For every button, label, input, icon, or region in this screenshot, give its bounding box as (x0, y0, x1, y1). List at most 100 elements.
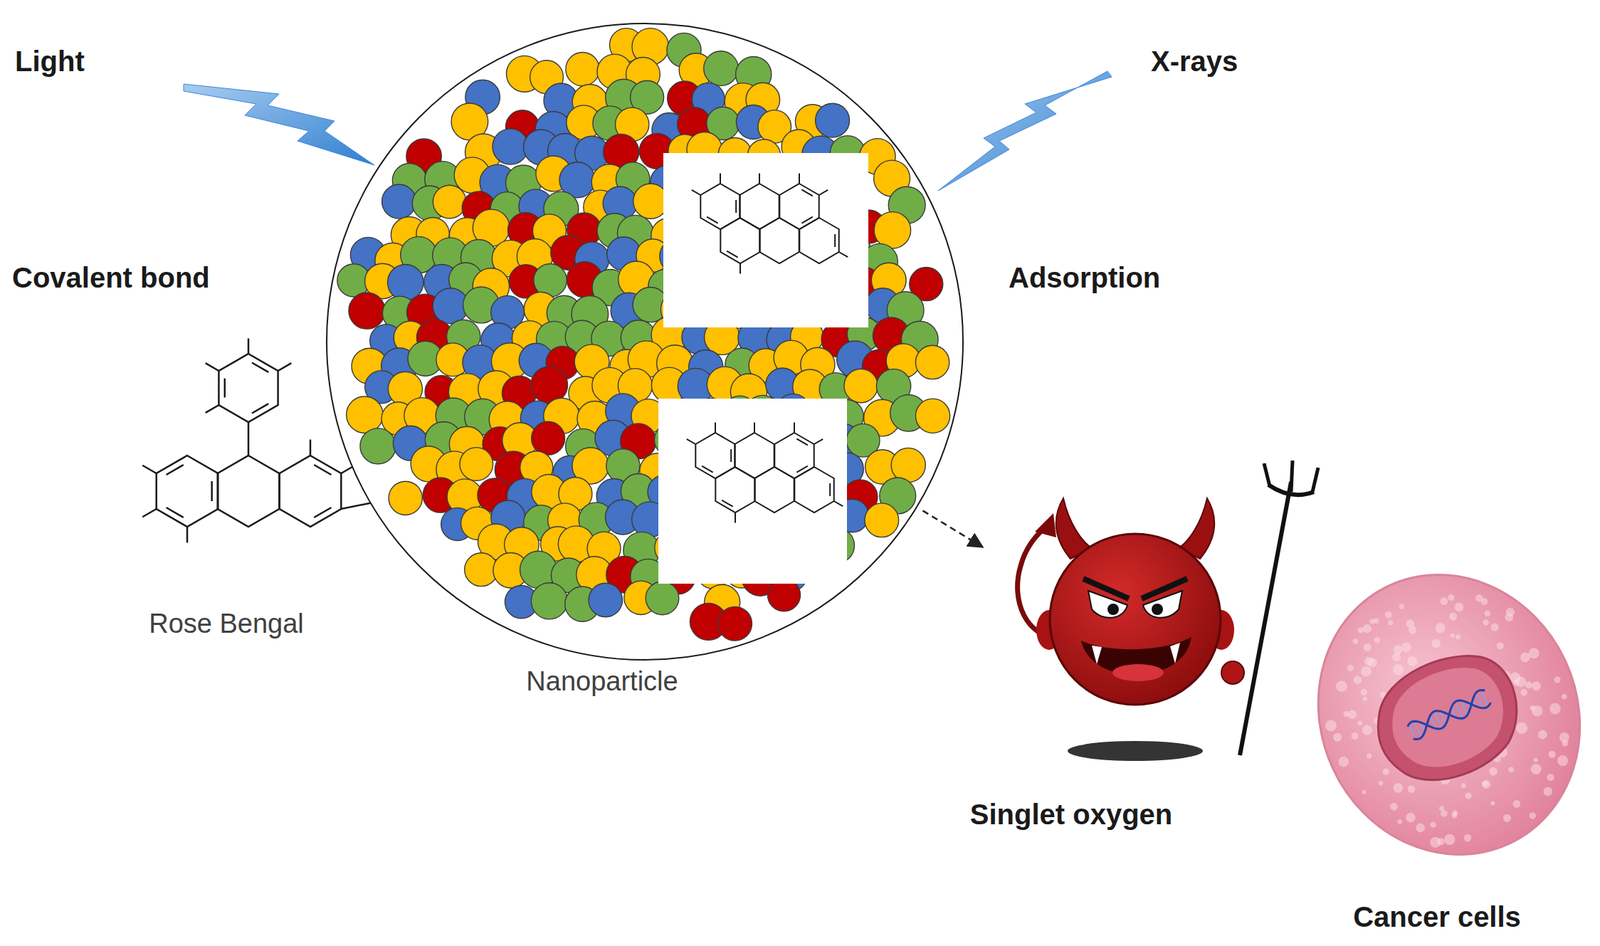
atom-dot (432, 185, 467, 219)
benzene-ring (218, 353, 278, 423)
adsorbed-patch (658, 398, 847, 584)
cell-texture (1396, 818, 1403, 825)
cell-texture (1361, 789, 1368, 796)
substituent-bond (753, 422, 756, 433)
cell-texture (1447, 611, 1459, 623)
double-bond (735, 200, 737, 213)
cell-texture (1404, 811, 1418, 825)
cell-texture (1397, 602, 1405, 610)
cell-texture (1429, 637, 1442, 650)
cell-texture (1453, 601, 1466, 614)
cell-texture (1361, 622, 1373, 635)
benzene-ring (695, 432, 735, 479)
cell-texture (1391, 781, 1405, 795)
substituent-bond (247, 338, 250, 354)
dna-strand (1406, 688, 1492, 741)
atom-dot (565, 52, 600, 87)
dna-rung (1481, 689, 1489, 707)
cell-texture (1555, 753, 1571, 768)
atom-dot (348, 292, 386, 329)
substituent-bond (205, 362, 220, 371)
substituent-bond (798, 173, 800, 184)
cell-texture (1342, 709, 1351, 718)
cell-texture (1356, 719, 1363, 726)
substituent-bond (691, 190, 701, 196)
cell-texture (1450, 811, 1458, 819)
atom-dot (645, 581, 680, 615)
double-bond (210, 481, 213, 502)
cell-texture (1541, 785, 1554, 798)
cell-texture (1441, 832, 1457, 847)
double-bond (223, 378, 226, 398)
cell-texture (1333, 679, 1349, 694)
cell-texture (1519, 687, 1529, 697)
pupil (1107, 603, 1119, 615)
double-bond (721, 500, 734, 507)
cell-texture (1511, 678, 1521, 687)
double-bond (251, 362, 269, 372)
cell-texture (1390, 662, 1406, 678)
substituent-bond (793, 422, 796, 433)
devil-body (1049, 533, 1221, 705)
dna-strand (1406, 688, 1492, 741)
substituent-bond (142, 465, 156, 474)
benzene-ring (720, 217, 760, 264)
cell-texture (1365, 656, 1379, 670)
atom-dot (915, 398, 950, 433)
cell-texture (1489, 622, 1501, 633)
atom-dot (874, 212, 911, 249)
substituent-bond (719, 173, 721, 184)
benzene-ring (739, 183, 779, 230)
cell-texture (1352, 674, 1363, 686)
benzene-ring (715, 466, 755, 513)
cell-texture (1528, 762, 1544, 777)
cell-texture (1345, 663, 1355, 672)
cell-texture (1414, 822, 1427, 835)
atom-dot (346, 396, 383, 433)
atom-dot (891, 447, 926, 482)
benzene-ring (279, 455, 342, 527)
cell-membrane (1272, 531, 1600, 899)
benzene-ring (217, 455, 280, 527)
substituent-bond (814, 439, 823, 445)
double-bond (829, 483, 831, 497)
substituent-bond (834, 501, 843, 507)
adsorbed-patch (663, 153, 869, 328)
cell-texture (1449, 632, 1457, 640)
fang (1091, 645, 1102, 665)
cell-texture (1545, 772, 1556, 783)
cell-texture (1405, 654, 1420, 669)
cell-texture (1507, 765, 1515, 773)
substituent-bond (278, 362, 292, 371)
cell-texture (1404, 617, 1417, 630)
substituent-bond (205, 404, 220, 413)
atom-dot (703, 51, 739, 87)
cell-texture (1489, 800, 1496, 806)
label: Cancer cells (1353, 899, 1521, 934)
cell-texture (1518, 650, 1532, 664)
cell-texture (1454, 633, 1462, 640)
tail-tip (1034, 513, 1057, 538)
benzene-ring (774, 432, 814, 479)
cell-texture (1372, 635, 1382, 645)
cell-texture (1323, 718, 1339, 734)
atom-dot (492, 128, 529, 165)
cell-texture (1481, 779, 1489, 788)
substituent-bond (686, 439, 696, 445)
trident-prongs (1264, 460, 1319, 492)
cell-texture (1383, 609, 1393, 620)
cell-texture (1481, 618, 1490, 627)
light-bolt (183, 83, 375, 166)
substituent-bond (734, 512, 736, 523)
cell-texture (1501, 812, 1513, 824)
cell-texture (1504, 606, 1517, 618)
cell-texture (1479, 597, 1489, 607)
benzene-ring (156, 455, 219, 527)
benzene-ring (734, 432, 774, 479)
atom-dot (360, 428, 396, 465)
dna-rung (1408, 724, 1416, 740)
atom-dot (531, 421, 566, 455)
double-bond (313, 464, 331, 475)
cell-texture (1533, 757, 1539, 763)
cell-texture (1438, 804, 1445, 812)
